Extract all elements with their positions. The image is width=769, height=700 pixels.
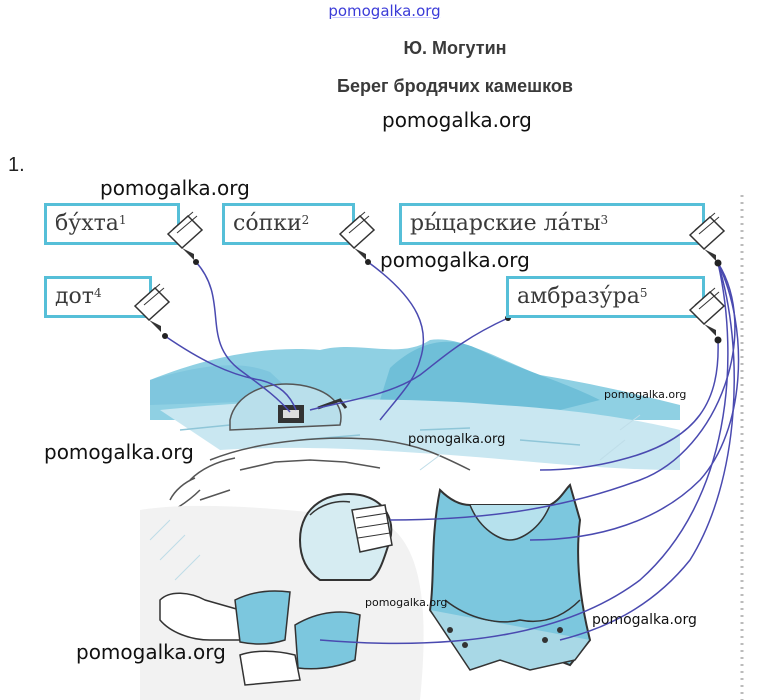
watermark: pomogalka.org: [76, 640, 226, 664]
watermark: pomogalka.org: [365, 596, 448, 609]
author-name: Ю. Могутин: [403, 38, 507, 58]
word-text: со́пки: [233, 211, 302, 236]
watermark: pomogalka.org: [408, 432, 506, 447]
word-box-rytsarskie-laty: ры́царские ла́ты3: [399, 203, 705, 245]
poem-title: Берег бродячих камешков: [337, 76, 573, 96]
connector-lines: [164, 261, 740, 645]
word-box-sopki: со́пки2: [222, 203, 355, 245]
watermark: pomogalka.org: [592, 612, 697, 628]
footnote-number: 2: [301, 213, 310, 227]
word-box-dot: дот4: [44, 276, 152, 318]
footnote-number: 3: [600, 213, 609, 227]
word-text: дот: [55, 284, 94, 309]
footnote-number: 1: [118, 213, 127, 227]
word-text: ры́царские ла́ты: [410, 211, 601, 236]
task-number: 1.: [8, 154, 25, 176]
word-text: амбразу́ра: [517, 284, 640, 309]
word-text: бу́хта: [55, 211, 119, 236]
watermark: pomogalka.org: [604, 388, 687, 401]
footnote-number: 5: [639, 286, 648, 300]
word-box-bukhta: бу́хта1: [44, 203, 180, 245]
watermark: pomogalka.org: [100, 176, 250, 200]
watermark: pomogalka.org: [380, 248, 530, 272]
footnote-number: 4: [93, 286, 102, 300]
watermark: pomogalka.org: [382, 108, 532, 132]
watermark: pomogalka.org: [44, 440, 194, 464]
word-box-ambrazura: амбразу́ра5: [506, 276, 705, 318]
armor-illustration: [428, 483, 592, 671]
helmet-illustration: [298, 493, 393, 581]
site-link-top[interactable]: pomogalka.org: [328, 2, 441, 20]
